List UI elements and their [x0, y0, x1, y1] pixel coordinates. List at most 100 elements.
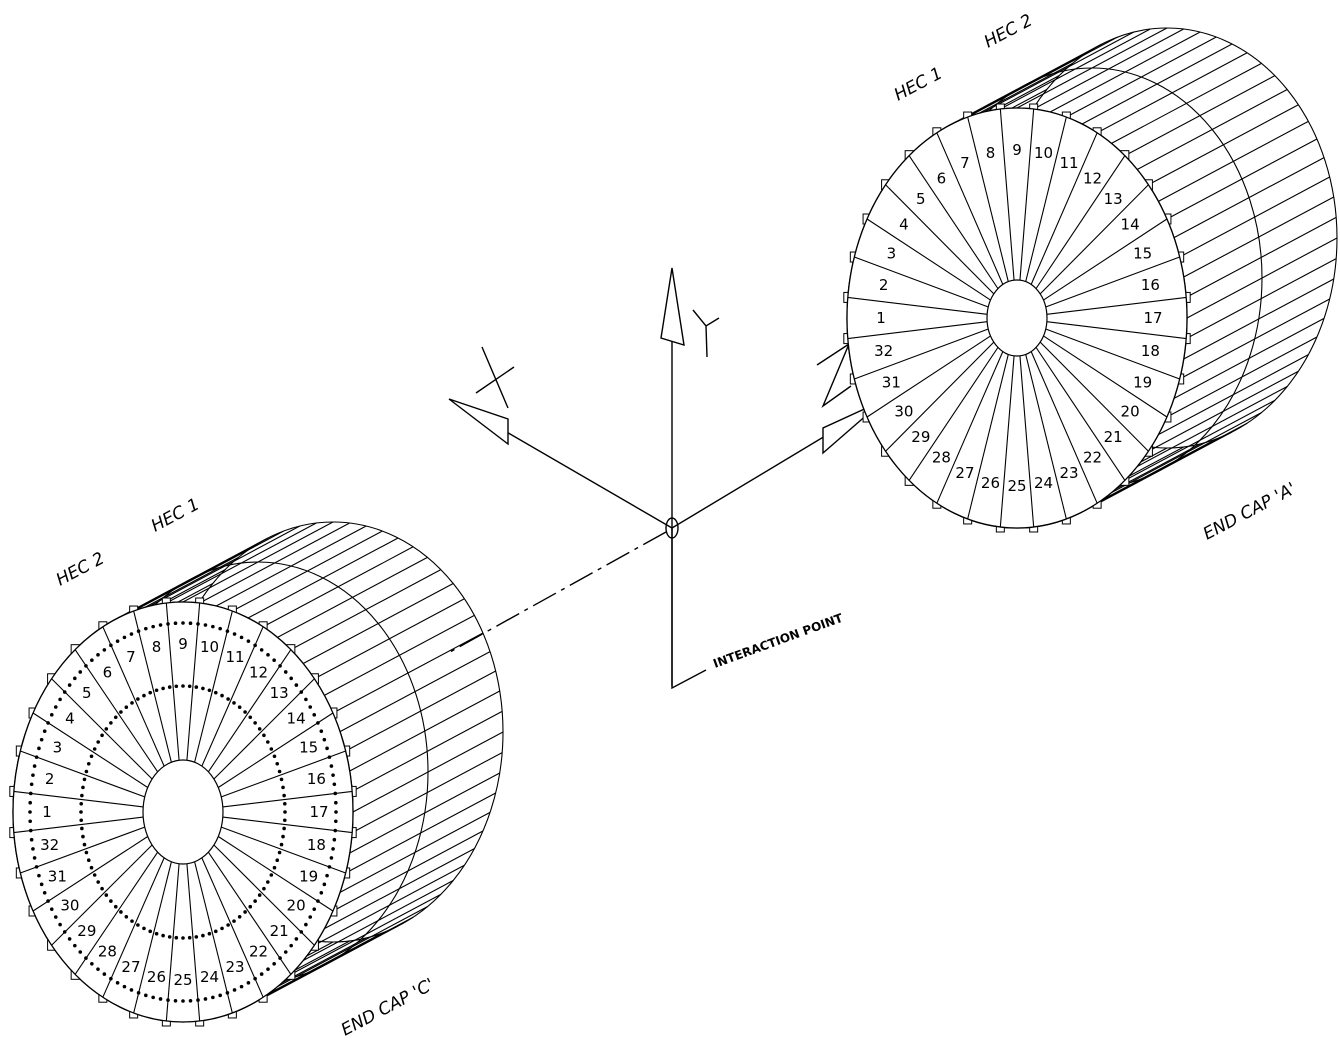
tie-rod-dot: [109, 899, 113, 903]
module-boundary: [854, 328, 989, 380]
module-boundary: [854, 256, 989, 308]
barrel-strip: [277, 906, 428, 988]
tie-rod-dot: [327, 865, 332, 869]
module-boundary: [186, 863, 201, 1022]
tie-rod-dot: [319, 729, 324, 733]
module-boundary: [102, 857, 165, 998]
tie-rod-dot: [181, 999, 185, 1003]
tie-rod-dot: [49, 713, 54, 717]
tie-rod-dot: [34, 865, 39, 869]
barrel-strip: [1166, 138, 1318, 220]
tie-rod-dot: [243, 710, 247, 714]
module-boundary: [20, 826, 145, 874]
module-number: 27: [121, 958, 140, 976]
barrel-strip: [1173, 157, 1325, 239]
module-number: 4: [65, 710, 75, 728]
tie-rod-dot: [232, 988, 237, 992]
end-cap-c-label: END CAP 'C': [338, 975, 438, 1040]
tie-rod-dot: [218, 626, 222, 631]
barrel-strip: [1096, 52, 1248, 134]
module-boundary: [1039, 341, 1149, 452]
tie-rod-dot: [92, 873, 97, 877]
tie-rod-dot: [148, 929, 153, 934]
module-boundary: [936, 351, 1004, 504]
z-axis-label: Z: [835, 379, 836, 381]
tie-rod-dot: [129, 988, 134, 992]
module-number: 3: [887, 245, 897, 263]
tie-rod-dot: [28, 791, 33, 796]
barrel-strip: [1173, 317, 1325, 399]
tie-rod-dot: [46, 721, 50, 725]
barrel-strip: [352, 731, 504, 813]
barrel-strip: [1183, 196, 1334, 278]
module-boundary: [201, 626, 264, 767]
module-number: 18: [307, 836, 326, 854]
tie-rod-dot: [96, 653, 100, 657]
barrel-strip: [247, 925, 399, 1007]
module-number: 7: [960, 154, 970, 172]
tie-rod-dot: [79, 818, 84, 823]
tie-rod-dot: [148, 690, 153, 695]
tie-rod-dot: [312, 907, 317, 911]
tie-rod-dot: [253, 976, 257, 981]
tie-rod-dot: [272, 658, 276, 662]
tie-rod-dot: [283, 810, 287, 814]
x-axis-arrowhead: [448, 398, 509, 446]
tie-rod-dot: [226, 697, 230, 701]
tie-rod-dot: [266, 653, 270, 657]
tie-rod-dot: [181, 621, 185, 625]
tie-rod-dot: [188, 621, 193, 626]
barrel-strip: [345, 792, 496, 874]
barrel-strip: [1000, 28, 1151, 110]
module-number: 19: [299, 867, 318, 885]
barrel-strip: [277, 556, 428, 638]
barrel-strip: [302, 583, 454, 664]
interaction-point-leader: [671, 528, 707, 690]
module-boundary: [221, 750, 346, 798]
tie-rod-dot: [119, 710, 123, 714]
module-number: 27: [955, 464, 974, 482]
tie-rod-dot: [226, 923, 230, 927]
module-boundary: [133, 610, 172, 763]
tie-rod-dot: [96, 967, 100, 971]
barrel-strip: [1081, 43, 1233, 125]
module-number: 8: [986, 144, 996, 162]
barrel-strip: [247, 537, 399, 619]
barrel-strip: [983, 31, 1135, 113]
module-number: 9: [178, 635, 188, 653]
barrel-strip: [339, 811, 491, 893]
tie-rod-dot: [334, 800, 338, 805]
barrel-strip: [1179, 298, 1330, 380]
barrel-strip: [967, 36, 1118, 118]
tie-rod-dot: [31, 773, 35, 777]
tie-rod-dot: [144, 993, 148, 998]
barrel-strip: [1136, 89, 1288, 170]
tie-rod-dot: [32, 856, 37, 860]
tie-rod-dot: [28, 810, 32, 814]
barrel-strip: [351, 710, 503, 792]
module-number: 23: [1059, 464, 1078, 482]
module-boundary: [847, 296, 988, 315]
tie-rod-dot: [130, 701, 134, 705]
tie-rod-dot: [37, 873, 41, 878]
z-axis-letter: [816, 342, 852, 409]
barrel-strip: [1016, 27, 1168, 109]
tie-rod-dot: [82, 777, 87, 782]
module-number: 20: [1121, 402, 1140, 420]
tie-rod-dot: [161, 933, 165, 938]
tie-rod-dot: [58, 922, 62, 927]
tie-rod-dot: [278, 956, 282, 960]
barrel-strip: [1179, 176, 1330, 258]
module-boundary: [20, 750, 145, 798]
tie-rod-dot: [246, 981, 251, 985]
module-boundary: [967, 116, 1009, 282]
tie-rod-dot: [62, 930, 67, 934]
module-boundary: [165, 863, 180, 1022]
tie-rod-dot: [46, 899, 50, 903]
tie-rod-dot: [79, 810, 83, 814]
tie-rod-dot: [84, 664, 88, 668]
module-boundary: [967, 354, 1009, 520]
module-boundary: [165, 602, 180, 761]
tie-rod-dot: [115, 981, 120, 985]
x-axis-label: X: [490, 379, 491, 381]
